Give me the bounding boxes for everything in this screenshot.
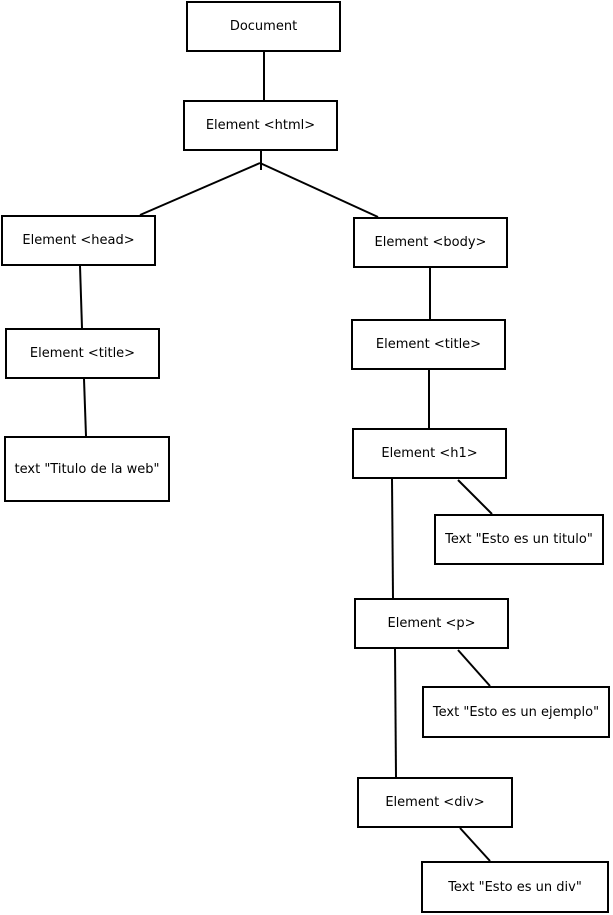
node-p: Element <p> [354, 598, 509, 649]
edge-html-body [259, 162, 379, 218]
node-h1-text: Text "Esto es un titulo" [434, 514, 604, 565]
node-document: Document [186, 1, 341, 52]
node-html: Element <html> [183, 100, 338, 151]
edge-div-text [459, 827, 491, 862]
edge-p-text [457, 649, 491, 687]
edge-h1-p [391, 478, 394, 599]
node-div-text: Text "Esto es un div" [421, 861, 609, 913]
node-body: Element <body> [353, 217, 508, 268]
edge-html-head [139, 162, 261, 216]
node-head-title: Element <title> [5, 328, 160, 379]
edge-p-div [394, 648, 397, 778]
node-div: Element <div> [357, 777, 513, 828]
node-head-title-text: text "Titulo de la web" [4, 436, 170, 502]
node-body-title: Element <title> [351, 319, 506, 370]
edge-head-title [79, 265, 83, 329]
node-p-text: Text "Esto es un ejemplo" [422, 686, 610, 738]
edge-h1-text [457, 479, 493, 515]
edge-title-text [83, 378, 87, 437]
node-head: Element <head> [1, 215, 156, 266]
node-h1: Element <h1> [352, 428, 507, 479]
